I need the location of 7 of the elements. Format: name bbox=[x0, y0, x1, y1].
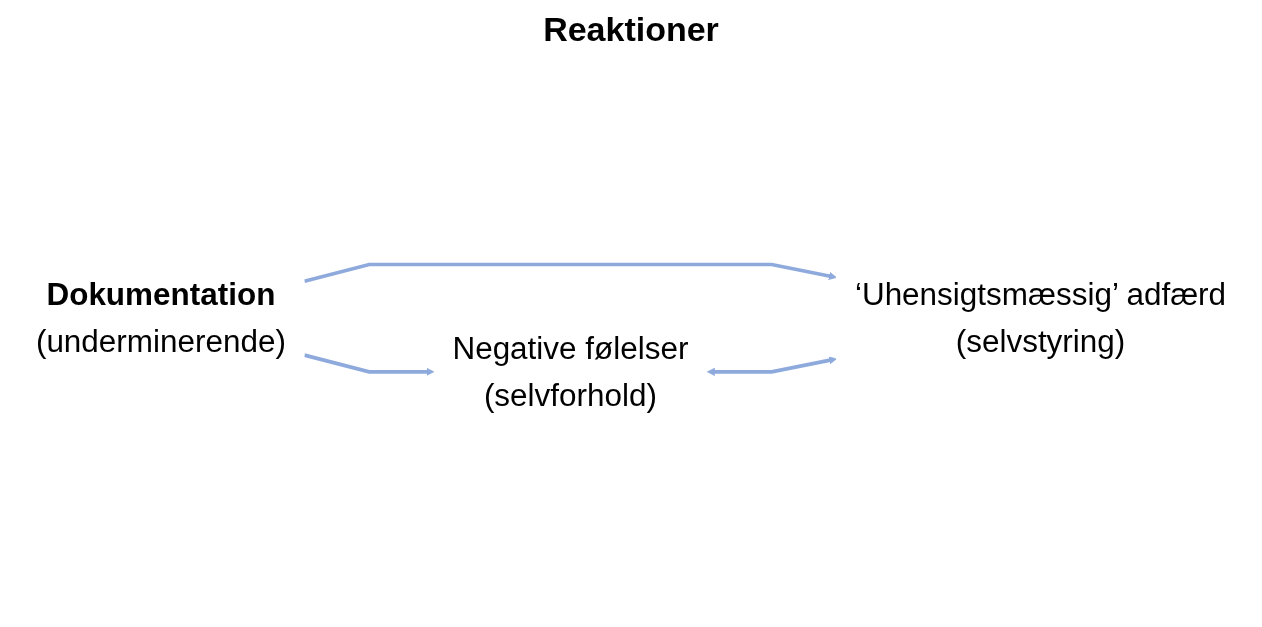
node-text: ‘Uhensigtsmæssig’ adfærd (selvstyring) bbox=[854, 276, 1227, 359]
arrow bbox=[706, 356, 837, 376]
node-text: Negative følelser (selvforhold) bbox=[452, 330, 689, 413]
node-text: Dokumentation (underminerende) bbox=[35, 276, 286, 359]
arrow bbox=[303, 262, 837, 283]
title: Reaktioner bbox=[543, 10, 719, 49]
arrow bbox=[303, 353, 435, 376]
